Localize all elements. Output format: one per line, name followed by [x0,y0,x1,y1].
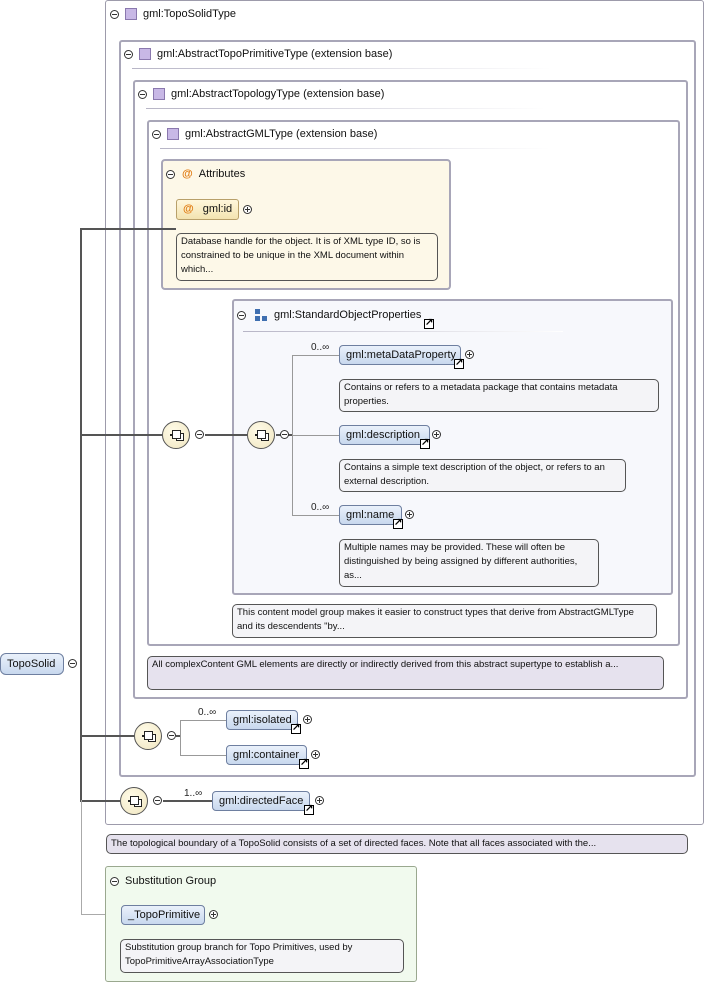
connector-line [80,800,120,802]
element-label: gml:directedFace [219,795,304,807]
element-directed-face[interactable]: gml:directedFace [212,791,310,811]
collapse-icon[interactable] [237,310,246,320]
standard-props-header: gml:StandardObjectProperties [237,308,421,322]
occurs-label: 1..∞ [184,788,203,799]
element-topo-primitive[interactable]: _TopoPrimitive [121,905,205,925]
substitution-group-title: Substitution Group [125,875,217,887]
attribute-id-doc: Database handle for the object. It is of… [176,233,438,281]
complex-type-icon [125,8,137,20]
collapse-icon[interactable] [153,796,162,805]
connector-line [80,434,162,436]
occurs-label: 0..∞ [311,502,330,513]
element-label: gml:description [346,429,420,441]
attributes-title: Attributes [198,168,246,180]
expand-icon[interactable] [315,796,324,805]
standard-props-group-doc: This content model group makes it easier… [232,604,657,638]
element-name[interactable]: gml:name [339,505,402,525]
complex-type-icon [139,48,151,60]
abstract-gml-header: gml:AbstractGMLType (extension base) [152,128,377,140]
sequence-icon[interactable] [134,722,162,750]
reference-arrow-icon[interactable] [291,722,301,734]
reference-arrow-icon[interactable] [299,757,309,769]
element-label: _TopoPrimitive [128,909,201,921]
header-underline [132,68,552,69]
description-doc: Contains a simple text description of th… [339,459,626,492]
attributes-header: @ Attributes [166,168,245,180]
abstract-topo-primitive-frame [119,40,696,777]
topo-solid-type-frame [105,0,704,825]
expand-icon[interactable] [209,910,218,919]
group-icon [255,309,267,321]
substitution-connector [81,800,82,914]
collapse-icon[interactable] [167,731,176,740]
attribute-icon: @ [183,203,194,215]
attribute-icon: @ [182,168,193,180]
topo-solid-doc: The topological boundary of a TopoSolid … [106,834,688,854]
collapse-icon[interactable] [280,430,289,439]
root-element-topo-solid[interactable]: TopoSolid [0,653,64,675]
collapse-icon[interactable] [110,9,119,19]
header-underline [243,331,563,332]
complex-type-icon [167,128,179,140]
expand-icon[interactable] [311,750,320,759]
collapse-icon[interactable] [138,89,147,99]
collapse-icon[interactable] [124,49,133,59]
topo-solid-type-header: gml:TopoSolidType [110,8,236,20]
collapse-icon[interactable] [110,876,119,886]
element-label: gml:name [346,509,395,521]
connector-line [80,735,134,737]
element-description[interactable]: gml:description [339,425,430,445]
element-label: gml:isolated [233,714,292,726]
element-container[interactable]: gml:container [226,745,307,765]
frame-title: gml:AbstractGMLType (extension base) [185,128,378,140]
expand-icon[interactable] [243,205,252,214]
expand-icon[interactable] [405,510,414,519]
element-label: gml:metaDataProperty [346,349,457,361]
occurs-label: 0..∞ [198,707,217,718]
substitution-group-header: Substitution Group [110,875,216,887]
complex-type-icon [153,88,165,100]
reference-arrow-icon[interactable] [454,357,464,369]
topo-primitive-doc: Substitution group branch for Topo Primi… [120,939,404,973]
abstract-gml-doc: All complexContent GML elements are dire… [147,656,664,690]
abstract-gml-frame [147,120,680,646]
header-underline [160,148,550,149]
element-label: gml:container [233,749,300,761]
attribute-label: gml:id [202,203,233,215]
header-underline [146,108,546,109]
sequence-icon[interactable] [120,787,148,815]
collapse-icon[interactable] [152,129,161,139]
expand-icon[interactable] [432,430,441,439]
attribute-gml-id[interactable]: @ gml:id [176,199,239,220]
element-isolated[interactable]: gml:isolated [226,710,298,730]
frame-title: gml:AbstractTopologyType (extension base… [171,88,385,100]
sequence-icon[interactable] [162,421,190,449]
collapse-icon[interactable] [68,659,77,668]
collapse-icon[interactable] [166,169,175,179]
reference-arrow-icon[interactable] [424,317,434,329]
reference-arrow-icon[interactable] [393,517,403,529]
abstract-topo-primitive-header: gml:AbstractTopoPrimitiveType (extension… [124,48,392,60]
connector-line [80,228,176,230]
substitution-connector [81,914,121,915]
reference-arrow-icon[interactable] [304,803,314,815]
abstract-topology-header: gml:AbstractTopologyType (extension base… [138,88,384,100]
expand-icon[interactable] [465,350,474,359]
sequence-icon[interactable] [247,421,275,449]
abstract-topology-frame [133,80,688,699]
expand-icon[interactable] [303,715,312,724]
collapse-icon[interactable] [195,430,204,439]
occurs-label: 0..∞ [311,342,330,353]
frame-title: gml:AbstractTopoPrimitiveType (extension… [157,48,393,60]
element-label: TopoSolid [7,658,56,670]
name-doc: Multiple names may be provided. These wi… [339,539,599,587]
element-metadata-property[interactable]: gml:metaDataProperty [339,345,461,365]
metadata-property-doc: Contains or refers to a metadata package… [339,379,659,412]
connector-line [80,228,82,801]
group-title: gml:StandardObjectProperties [274,309,422,321]
reference-arrow-icon[interactable] [420,437,430,449]
frame-title: gml:TopoSolidType [143,8,236,20]
